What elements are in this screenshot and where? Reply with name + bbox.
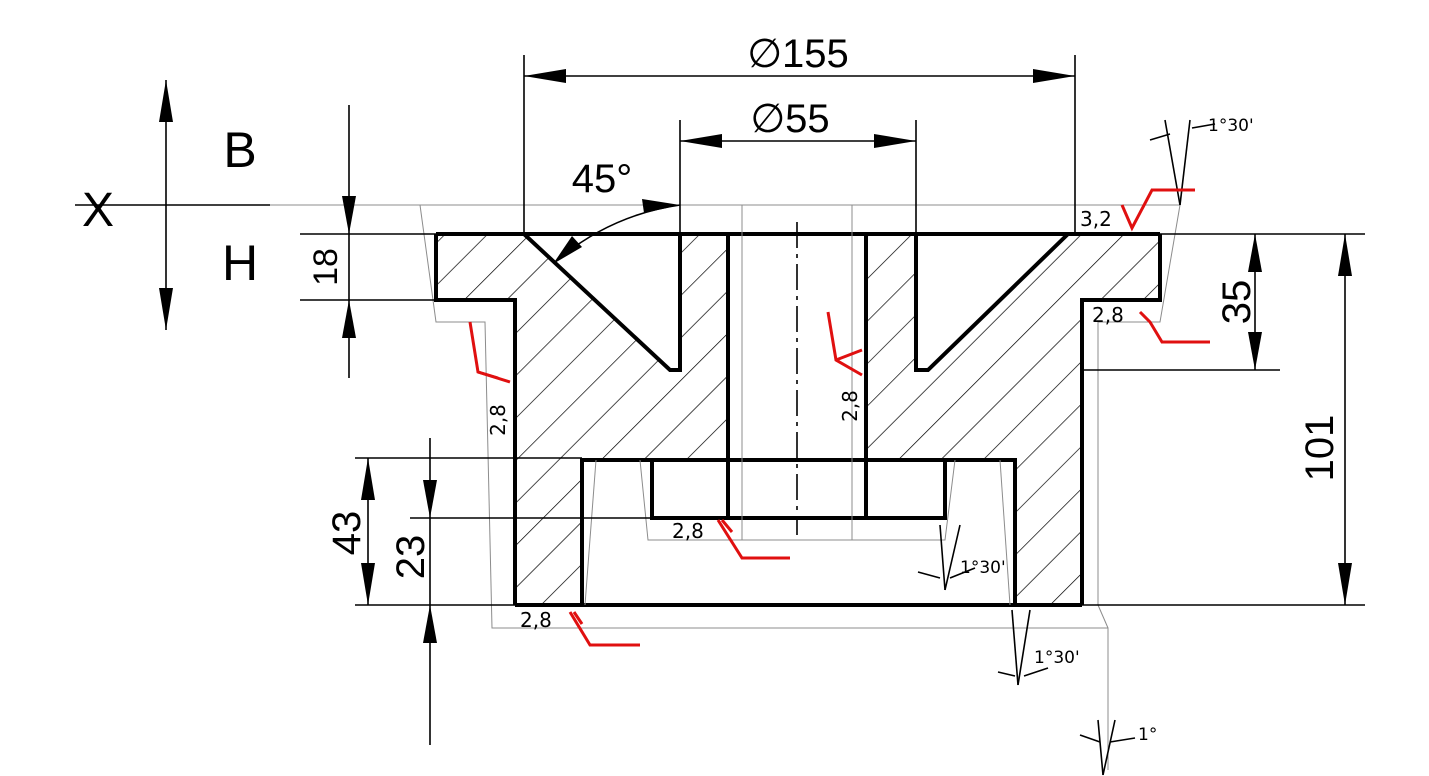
parting-plane-labels: X В Н [82, 122, 258, 291]
draft-angle-labels: 1°30' 1°30' 1°30' 1° [960, 116, 1254, 745]
allowance-lines [270, 204, 1181, 770]
lower-side-label: Н [222, 235, 258, 291]
hatch-right-body [866, 234, 1160, 605]
draft-inner-recess-label: 1°30' [960, 558, 1006, 578]
height-flange-label: 18 [307, 248, 345, 286]
section-hatching [436, 234, 1160, 605]
roughness-symbol-left-wall [468, 321, 511, 384]
draft-bottom-label: 1°30' [1034, 648, 1080, 668]
draft-top-right-label: 1°30' [1208, 116, 1254, 136]
roughness-right-shoulder-value: 2,8 [1092, 303, 1124, 327]
roughness-labels: 3,2 2,8 2,8 2,8 2,8 2,8 [486, 207, 1124, 632]
axis-x-label: X [82, 184, 114, 237]
roughness-symbol-bottom [568, 611, 640, 647]
outer-diameter-label: ∅155 [747, 32, 849, 76]
roughness-bore-value: 2,8 [838, 390, 862, 422]
roughness-symbol-top [1120, 188, 1195, 232]
roughness-left-wall-value: 2,8 [486, 404, 510, 436]
roughness-top-value: 3,2 [1080, 207, 1112, 231]
chamfer-angle-label: 45° [572, 157, 633, 201]
draft-outer-bottom-label: 1° [1138, 725, 1157, 745]
roughness-symbol-bore [826, 311, 863, 377]
dimension-lines [75, 55, 1365, 745]
roughness-symbol-inner-recess [716, 519, 790, 560]
height-recess-label: 43 [325, 511, 369, 556]
height-total-label: 101 [1298, 415, 1342, 482]
upper-side-label: В [223, 122, 256, 178]
roughness-bottom-value: 2,8 [520, 608, 552, 632]
inner-diameter-label: ∅55 [750, 97, 829, 141]
part-outline [434, 232, 1162, 607]
roughness-symbols [468, 188, 1210, 647]
hatch-left-body [436, 234, 728, 605]
dimension-labels: ∅155 ∅55 45° 18 35 101 43 23 [307, 32, 1342, 579]
roughness-inner-recess-value: 2,8 [672, 519, 704, 543]
roughness-symbol-right-shoulder [1138, 310, 1210, 344]
height-inner-recess-label: 23 [389, 535, 433, 580]
height-upper-step-label: 35 [1215, 280, 1259, 325]
